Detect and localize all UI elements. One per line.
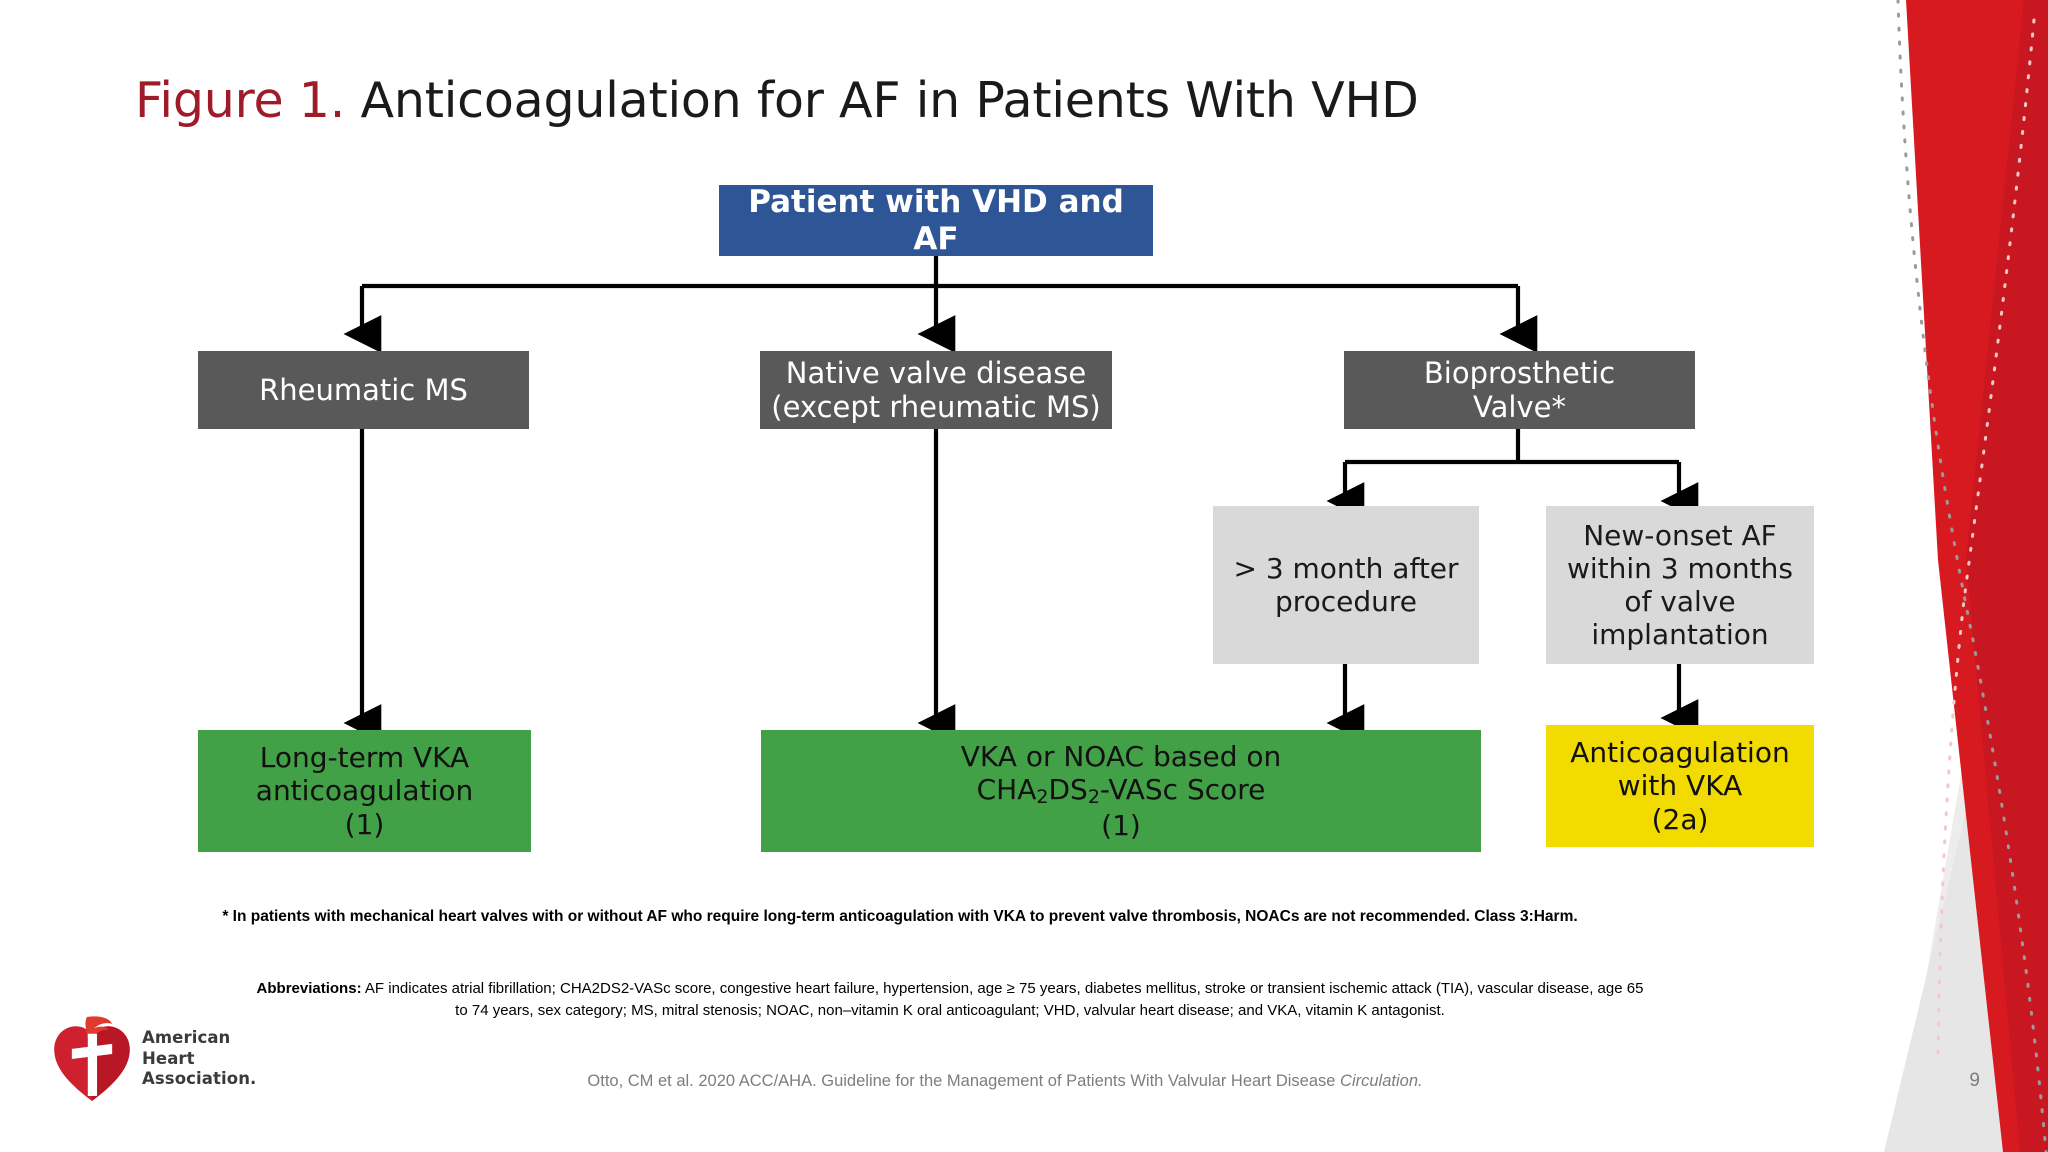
node-label-line2: within 3 months <box>1566 551 1793 585</box>
aha-logo: American Heart Association. <box>50 1013 260 1105</box>
node-bioprosthetic-valve[interactable]: Bioprosthetic Valve* <box>1344 351 1695 429</box>
node-label-line3: of valve <box>1624 585 1736 618</box>
node-label-line1: Native valve disease <box>785 355 1087 390</box>
citation-journal: Circulation. <box>1340 1072 1423 1090</box>
score-part-1: CHA <box>976 773 1037 807</box>
node-label-line2: Valve* <box>1473 390 1566 424</box>
node-label-line2: procedure <box>1274 585 1418 618</box>
node-class-of-recommendation: (1) <box>1101 808 1141 842</box>
score-part-3: -VASc Score <box>1099 773 1266 807</box>
aha-wordmark: American Heart Association. <box>142 1028 256 1090</box>
abbreviations-text: AF indicates atrial fibrillation; CHA2DS… <box>361 980 1644 1019</box>
logo-line-3: Association. <box>142 1069 257 1089</box>
logo-line-2: Heart <box>142 1048 195 1068</box>
node-label-line4: implantation <box>1591 618 1769 652</box>
figure-title-text: Anticoagulation for AF in Patients With … <box>345 72 1419 129</box>
figure-label: Figure 1. <box>135 72 346 129</box>
node-label-line2: anticoagulation <box>255 774 474 808</box>
node-label-line2: CHA2DS2-VASc Score <box>767 773 1475 809</box>
torch-staff <box>87 1033 98 1096</box>
abbreviations-block: Abbreviations: AF indicates atrial fibri… <box>250 978 1650 1022</box>
citation-text: Otto, CM et al. 2020 ACC/AHA. Guideline … <box>587 1072 1341 1090</box>
node-more-than-3-month-after-procedure[interactable]: > 3 month after procedure <box>1213 506 1479 664</box>
node-label-line1: > 3 month after <box>1233 551 1459 585</box>
node-long-term-vka-anticoagulation[interactable]: Long-term VKA anticoagulation (1) <box>198 730 531 852</box>
footnote-mechanical-valves: * In patients with mechanical heart valv… <box>222 908 1578 925</box>
node-label-line1: Bioprosthetic <box>1423 355 1616 390</box>
torch-crossbar <box>71 1043 113 1059</box>
node-label-line1: VKA or NOAC based on <box>960 740 1282 774</box>
node-anticoagulation-with-vka[interactable]: Anticoagulation with VKA (2a) <box>1546 725 1814 847</box>
score-subscript-1: 2 <box>1036 786 1049 809</box>
node-class-of-recommendation: (2a) <box>1651 802 1709 836</box>
logo-line-1: American <box>142 1027 231 1047</box>
heart-shading <box>92 1026 130 1101</box>
node-label-line1: Long-term VKA <box>259 741 470 775</box>
score-subscript-2: 2 <box>1087 786 1100 809</box>
node-vka-or-noac-based-on-cha2ds2-vasc[interactable]: VKA or NOAC based on CHA2DS2-VASc Score … <box>761 730 1481 852</box>
page-number: 9 <box>1969 1070 1980 1091</box>
node-patient-with-vhd-and-af[interactable]: Patient with VHD and AF <box>719 183 1153 257</box>
node-label-line2: with VKA <box>1617 769 1743 803</box>
node-label: Patient with VHD and AF <box>748 183 1124 257</box>
abbreviations-label: Abbreviations: <box>256 980 362 997</box>
node-label-line2: (except rheumatic MS) <box>771 390 1101 424</box>
node-native-valve-disease[interactable]: Native valve disease (except rheumatic M… <box>760 351 1112 429</box>
node-label-line1: Anticoagulation <box>1570 736 1790 770</box>
slide-title: Figure 1. Anticoagulation for AF in Pati… <box>135 72 1419 129</box>
score-part-2: DS <box>1048 773 1088 807</box>
node-rheumatic-ms[interactable]: Rheumatic MS <box>198 351 529 429</box>
node-new-onset-af-within-3-months[interactable]: New-onset AF within 3 months of valve im… <box>1546 506 1814 664</box>
node-label: Rheumatic MS <box>259 372 468 407</box>
node-label-line1: New-onset AF <box>1583 518 1777 552</box>
aha-heart-torch-icon <box>54 1016 130 1101</box>
source-citation: Otto, CM et al. 2020 ACC/AHA. Guideline … <box>0 1072 2010 1091</box>
node-class-of-recommendation: (1) <box>344 807 385 841</box>
